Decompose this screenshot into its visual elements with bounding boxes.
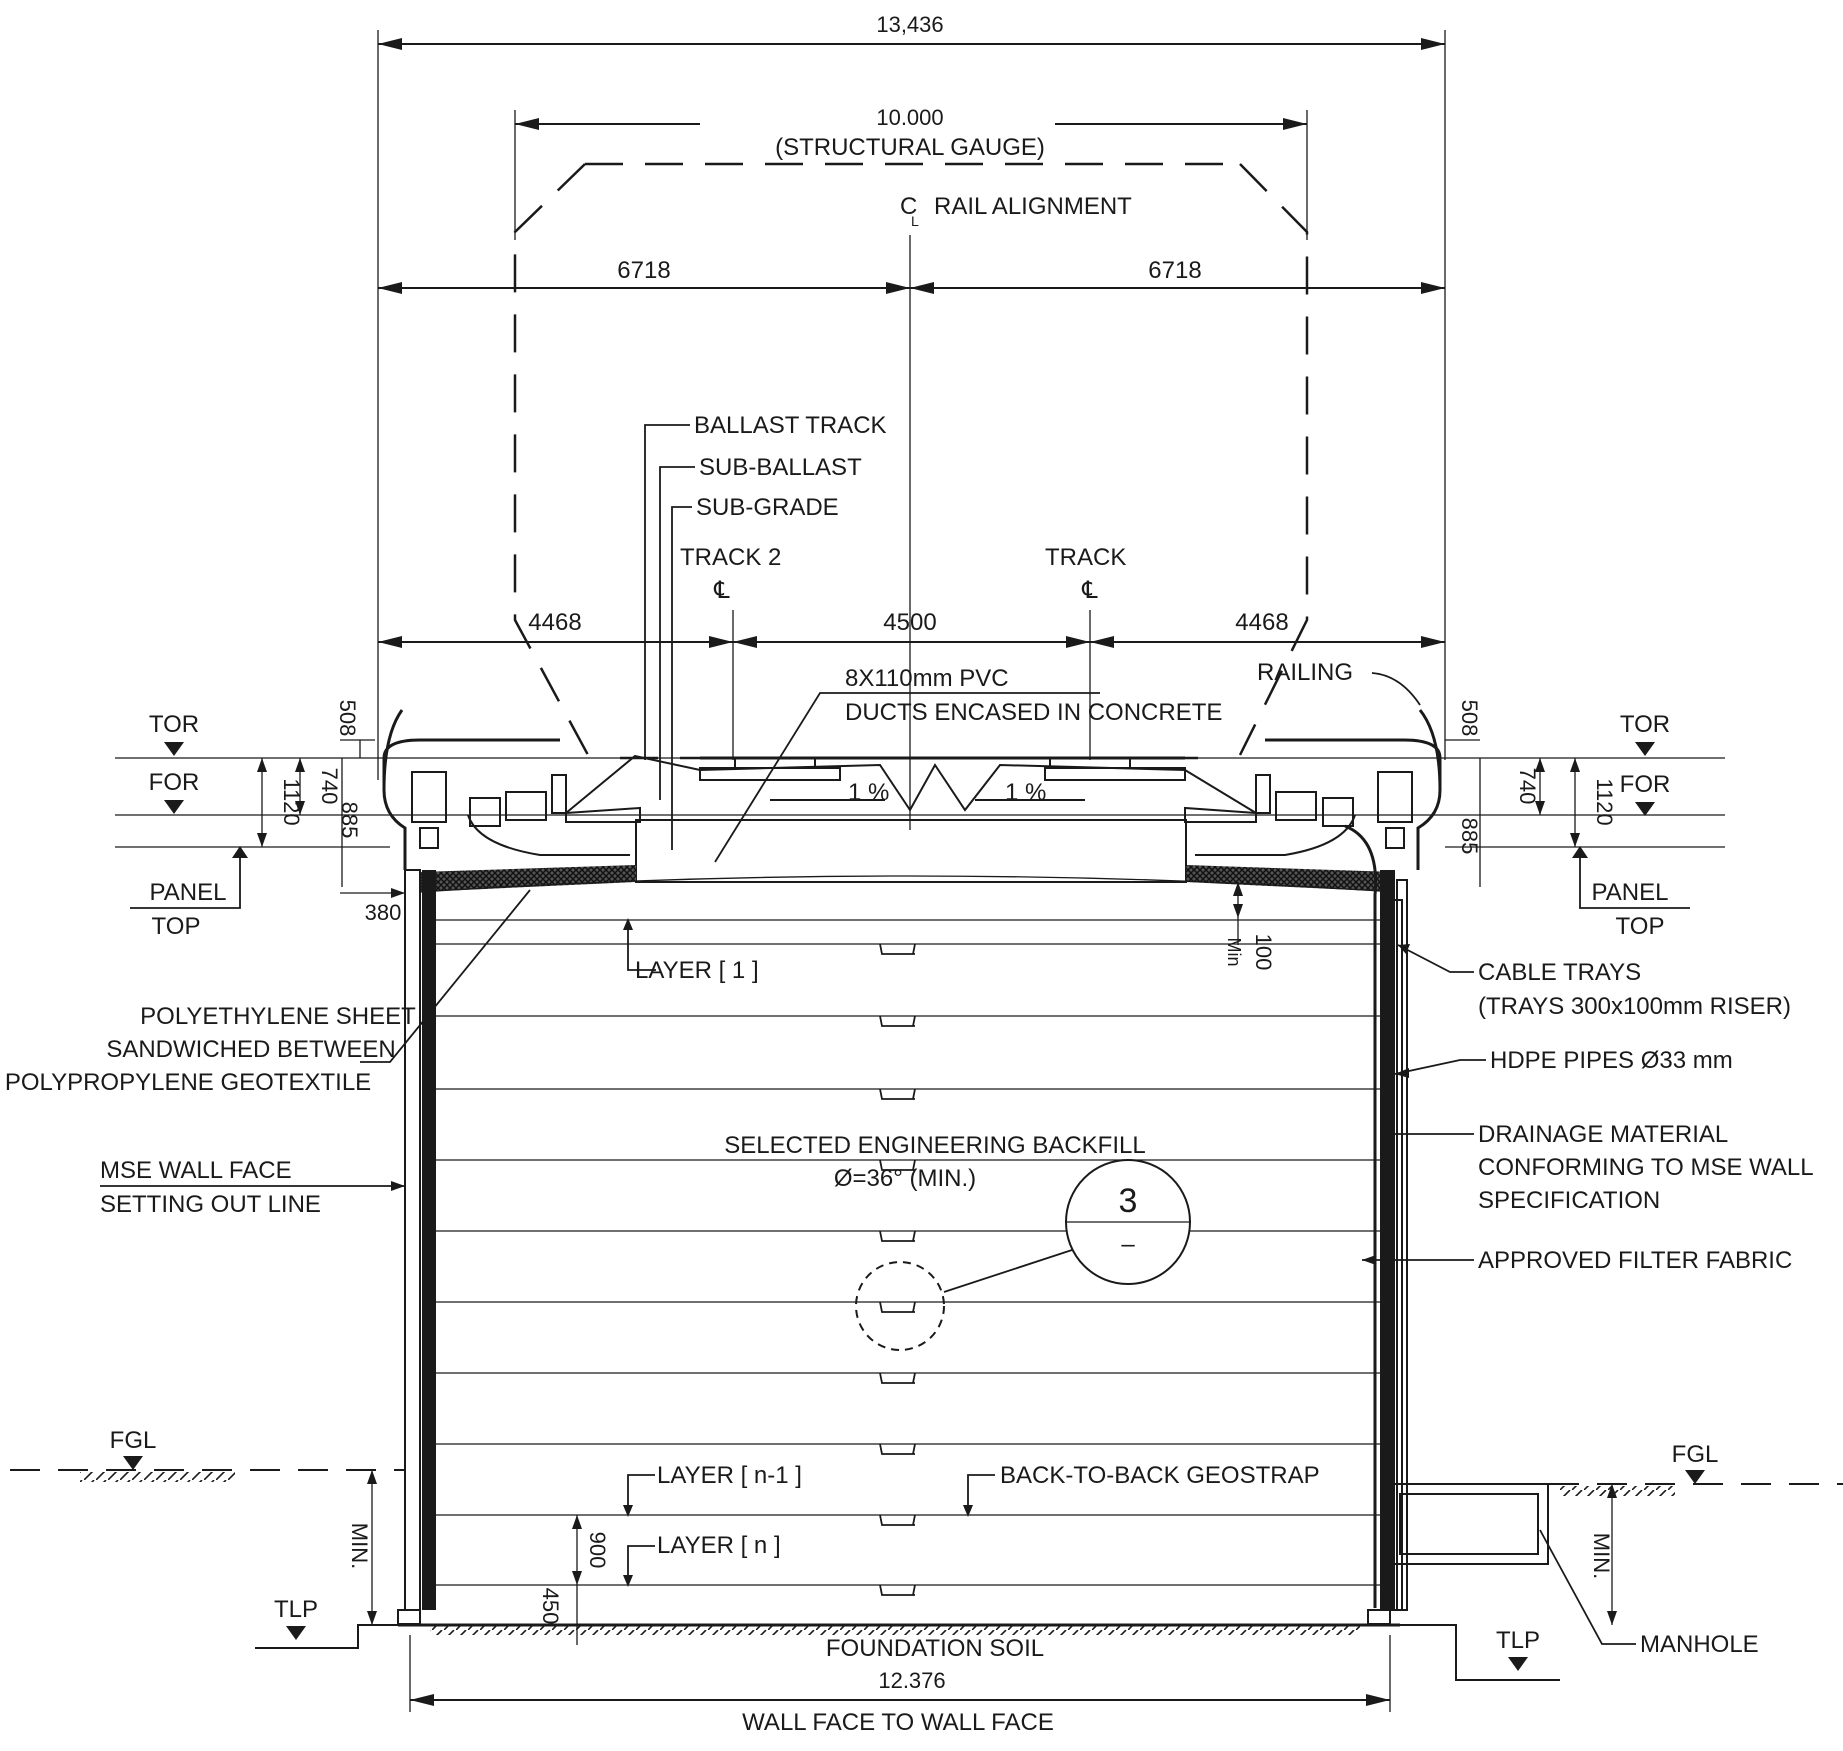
detail-number: 3: [1119, 1182, 1138, 1220]
detail-sub: –: [1121, 1231, 1135, 1258]
railing-label: RAILING: [1257, 659, 1421, 706]
dim-740-left: 740: [317, 768, 342, 805]
dim-508-left: 508: [335, 700, 360, 737]
mse-line2: SETTING OUT LINE: [100, 1191, 321, 1218]
bottom-layer-annotations: LAYER [ n-1 ] BACK-TO-BACK GEOSTRAP LAYE…: [538, 1462, 1320, 1662]
dim-min-small: Min: [1224, 937, 1244, 966]
dim-885-left: 885: [337, 802, 362, 839]
cl-subscript: L: [911, 213, 919, 229]
hdpe-label: HDPE PIPES Ø33 mm: [1490, 1047, 1733, 1074]
dim-100: 100: [1251, 934, 1276, 971]
bottom-width-label: WALL FACE TO WALL FACE: [742, 1709, 1054, 1736]
ballast-track-label: BALLAST TRACK: [694, 412, 887, 439]
dim-740-right: 740: [1515, 768, 1540, 805]
dim-min-left: MIN.: [347, 1523, 372, 1569]
track-labels: BALLAST TRACK SUB-BALLAST SUB-GRADE TRAC…: [644, 412, 1126, 850]
for-right-label: FOR: [1620, 771, 1671, 798]
manhole-label: MANHOLE: [1640, 1631, 1759, 1658]
pvc-duct-label: 8X110mm PVC DUCTS ENCASED IN CONCRETE: [714, 665, 1222, 863]
top-right-label: TOP: [1616, 913, 1665, 940]
dim-1120-right: 1120: [1592, 778, 1617, 825]
cable-line2: (TRAYS 300x100mm RISER): [1478, 993, 1791, 1020]
bottom-width-value: 12.376: [878, 1668, 945, 1693]
drain-line2: CONFORMING TO MSE WALL: [1478, 1154, 1814, 1181]
bottom-dimension: 12.376 WALL FACE TO WALL FACE: [409, 1635, 1391, 1736]
dim-min-right: MIN.: [1589, 1533, 1614, 1579]
track2-cl: ℄: [713, 577, 730, 604]
cable-line1: CABLE TRAYS: [1478, 959, 1641, 986]
slope-left-label: 1 %: [848, 779, 889, 806]
right-annotations: TOR FOR PANEL TOP 740 1120 885 508 100 M…: [1224, 700, 1843, 1681]
mse-line1: MSE WALL FACE: [100, 1157, 292, 1184]
offset-left-value: 4468: [528, 609, 581, 636]
track2-label: TRACK 2: [680, 544, 781, 571]
poly-line2: SANDWICHED BETWEEN: [106, 1036, 395, 1063]
fgl-left-label: FGL: [110, 1427, 157, 1454]
overall-width-dimension: 13,436: [377, 12, 1446, 780]
tor-right-label: TOR: [1620, 711, 1670, 738]
for-left-label: FOR: [149, 769, 200, 796]
filter-label: APPROVED FILTER FABRIC: [1478, 1247, 1792, 1274]
offset-right-value: 4468: [1235, 609, 1288, 636]
cl-symbol: C: [900, 193, 917, 220]
foundation-label: FOUNDATION SOIL: [826, 1635, 1044, 1662]
slope-right-label: 1 %: [1005, 779, 1046, 806]
track-spacing-value: 4500: [883, 609, 936, 636]
poly-line1: POLYETHYLENE SHEET: [140, 1003, 416, 1030]
geostrap-label: BACK-TO-BACK GEOSTRAP: [1000, 1462, 1320, 1489]
structural-gauge-dimension: 10.000 (STRUCTURAL GAUGE): [514, 105, 1308, 240]
mse-wall: [397, 869, 1408, 1635]
track-offset-dimension: 4468 4500 4468: [378, 609, 1445, 648]
half-right-value: 6718: [1148, 257, 1201, 284]
dim-900: 900: [585, 1532, 610, 1569]
half-width-dimension: 6718 6718: [378, 257, 1445, 294]
tlp-right-label: TLP: [1496, 1627, 1540, 1654]
sub-grade-label: SUB-GRADE: [696, 494, 839, 521]
dim-450: 450: [538, 1588, 563, 1625]
track-cl: ℄: [1081, 577, 1098, 604]
dim-885-right: 885: [1457, 818, 1482, 855]
left-annotations: TOR FOR PANEL TOP 1120 740 885 508 380 P…: [5, 700, 759, 1649]
dim-1120-left: 1120: [279, 778, 304, 825]
drain-line3: SPECIFICATION: [1478, 1187, 1660, 1214]
fgl-right-label: FGL: [1672, 1441, 1719, 1468]
rail-alignment-centreline: C L RAIL ALIGNMENT: [900, 193, 1132, 830]
overall-width-value: 13,436: [876, 12, 943, 37]
tlp-left-label: TLP: [274, 1596, 318, 1623]
detail-callout: 3 –: [855, 1159, 1191, 1351]
drain-line1: DRAINAGE MATERIAL: [1478, 1121, 1728, 1148]
layer-n-label: LAYER [ n ]: [657, 1532, 781, 1559]
track-label: TRACK: [1045, 544, 1126, 571]
tor-left-label: TOR: [149, 711, 199, 738]
gauge-value: 10.000: [876, 105, 943, 130]
pvc-line2: DUCTS ENCASED IN CONCRETE: [845, 699, 1222, 726]
backfill-line2: Ø=36° (MIN.): [834, 1165, 976, 1192]
deck-structure: 1 % 1 %: [115, 709, 1725, 1608]
backfill-label: SELECTED ENGINEERING BACKFILL Ø=36° (MIN…: [724, 1132, 1145, 1192]
half-left-value: 6718: [617, 257, 670, 284]
panel-left-label: PANEL: [150, 879, 227, 906]
railing-text: RAILING: [1257, 659, 1353, 686]
backfill-line1: SELECTED ENGINEERING BACKFILL: [724, 1132, 1145, 1159]
dim-508-right: 508: [1457, 700, 1482, 737]
layer-n1-label: LAYER [ n-1 ]: [657, 1462, 802, 1489]
top-left-label: TOP: [152, 913, 201, 940]
poly-line3: POLYPROPYLENE GEOTEXTILE: [5, 1069, 371, 1096]
sub-ballast-label: SUB-BALLAST: [699, 454, 862, 481]
pvc-line1: 8X110mm PVC: [845, 665, 1009, 692]
gauge-label: (STRUCTURAL GAUGE): [775, 134, 1045, 161]
rail-alignment-label: RAIL ALIGNMENT: [934, 193, 1132, 220]
dim-380: 380: [365, 900, 402, 925]
panel-right-label: PANEL: [1592, 879, 1669, 906]
